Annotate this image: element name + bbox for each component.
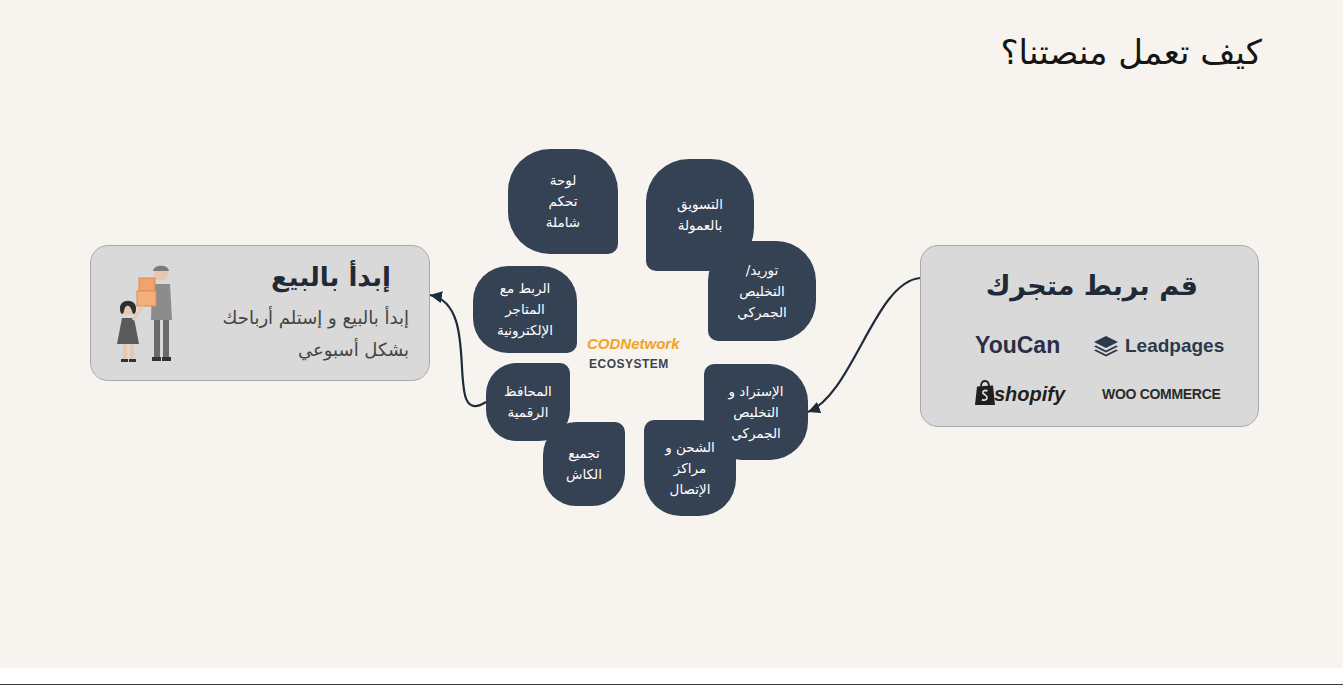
panel-heading: إبدأ بالبيع: [271, 260, 391, 295]
service-petal: توريد/ التخليص الجمركي: [708, 241, 816, 341]
petal-label: تجميع الكاش: [561, 443, 607, 485]
petal-label: الإستراد و التخليص الجمركي: [721, 381, 791, 444]
service-petal: الربط مع المتاجر الإلكترونية: [473, 266, 577, 353]
start-selling-panel: إبدأ بالبيع إبدأ بالبيع و إستلم أرباحك بش…: [90, 245, 430, 381]
service-petal: لوحة تحكم شاملة: [508, 149, 618, 254]
store-connect-panel: قم بربط متجرك YouCan Leadpages shopify WOO C…: [920, 245, 1259, 427]
service-petal: الشحن و مراكز الإتصال: [644, 420, 736, 516]
petal-label: توريد/ التخليص الجمركي: [729, 260, 795, 323]
petal-label: لوحة تحكم شاملة: [538, 170, 588, 233]
panel-heading: قم بربط متجرك: [985, 268, 1198, 303]
page-title: كيف تعمل منصتنا؟: [1001, 30, 1262, 74]
flow-arrow: [808, 278, 920, 412]
logo-woocommerce: WOO COMMERCE: [1102, 386, 1221, 403]
petal-label: المحافظ الرقمية: [500, 381, 556, 423]
brand-wordmark: CODNetwork: [587, 335, 680, 353]
petal-label: التسويق بالعمولة: [669, 194, 731, 236]
logo-youcan: YouCan: [975, 332, 1061, 360]
ecosystem-label: ECOSYSTEM: [589, 357, 669, 371]
shopify-bag-icon: [974, 380, 996, 406]
people-illustration: [111, 262, 183, 366]
leadpages-icon: [1093, 335, 1119, 357]
service-petal: المحافظ الرقمية: [486, 363, 570, 441]
logo-shopify: shopify: [994, 382, 1066, 406]
logo-leadpages: Leadpages: [1125, 335, 1225, 358]
slide-bottom-rule: [0, 684, 1343, 685]
panel-body: إبدأ بالبيع و إستلم أرباحك بشكل أسبوعي: [199, 302, 409, 366]
petal-label: الربط مع المتاجر الإلكترونية: [487, 278, 563, 341]
petal-label: الشحن و مراكز الإتصال: [659, 437, 721, 500]
